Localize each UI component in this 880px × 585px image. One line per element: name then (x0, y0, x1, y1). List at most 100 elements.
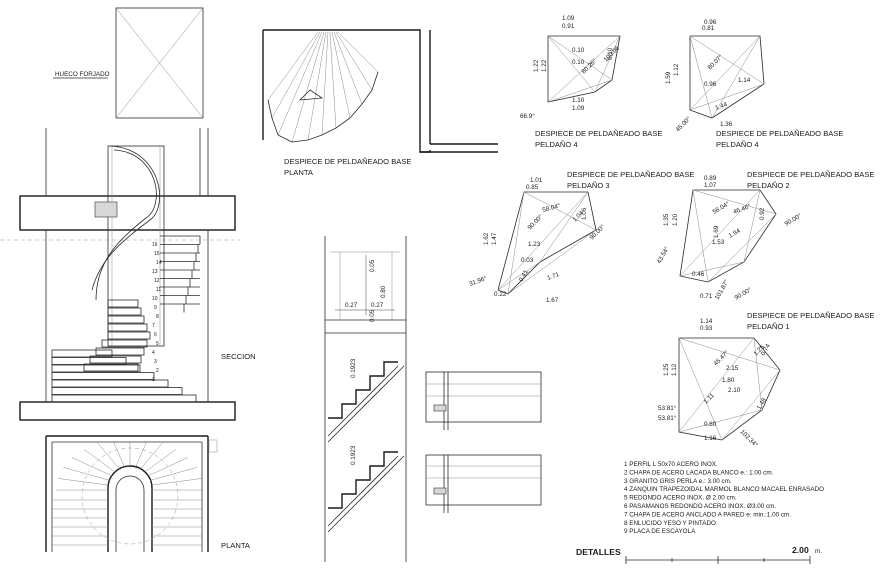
step-piece-dim: 0.93 (700, 325, 713, 332)
step-piece-dim: 43.54° (655, 245, 671, 265)
step-piece-dim: 1.47 (491, 232, 498, 245)
step-piece-dim: 1.36 (720, 121, 733, 128)
svg-text:15: 15 (154, 251, 160, 257)
detail-lower-stairs (327, 451, 405, 533)
step-piece-dim: 0.03 (521, 257, 534, 264)
step-piece-dim: 1.09 (572, 105, 585, 112)
detail-dim-7: 0.1923 (350, 445, 357, 465)
legend-item: 6 PASAMANOS REDONDO ACERO INOX. Ø3.00 cm… (624, 503, 776, 510)
step-piece-dim: 1.12 (673, 63, 680, 76)
legend-item: 2 CHAPA DE ACERO LACADA BLANCO e.: 1.00 … (624, 469, 774, 476)
step-piece-dim: 0.71 (700, 293, 713, 300)
step-piece-dim: 0.22 (494, 291, 507, 298)
step-piece-dim: 90.00° (588, 222, 607, 241)
step-piece-dim: 1.14 (700, 318, 713, 325)
step-piece-dim: 1.80 (722, 377, 735, 384)
step-piece-dim: 66.9° (520, 112, 535, 120)
step-piece-dim: 101.87° (713, 278, 731, 301)
step-piece-dim: 1.53 (712, 239, 725, 246)
step-piece-dim: 0.96 (704, 81, 717, 88)
detail-dim-1: 0.05 (369, 259, 376, 272)
legend-item: 4 ZANQUIN TRAPEZOIDAL MARMOL BLANCO MACA… (624, 486, 824, 493)
step-piece-dim: 0.85 (526, 184, 539, 191)
step-piece-dim: 0.80 (704, 421, 717, 428)
svg-text:16: 16 (152, 242, 158, 248)
step-piece-dim: 1.94 (728, 227, 743, 239)
detail-dim-5: 0.05 (369, 309, 376, 322)
svg-text:8: 8 (156, 314, 159, 320)
svg-text:9: 9 (154, 305, 157, 311)
step-piece-dim: 1.10 (572, 97, 585, 104)
detail-dim-3: 0.27 (345, 302, 358, 309)
scale-bar: DETALLES 2.00 m. (576, 545, 822, 564)
step-piece-title: DESPIECE DE PELDAÑEADO BASE (535, 129, 662, 138)
step-piece-dim: 1.14 (738, 77, 751, 84)
step-piece-dim: 1.44 (714, 101, 728, 112)
step-piece-dim: 1.62 (483, 232, 490, 245)
detail-dim-4: 0.27 (371, 302, 384, 309)
step-piece-subtitle: PELDAÑO 4 (716, 140, 759, 149)
step-piece-dim: 0.91 (562, 23, 575, 30)
step-piece-dim: 0.10 (572, 47, 585, 54)
step-piece-dim: 1.23 (528, 241, 541, 248)
detail-dim-6: 0.1923 (350, 358, 357, 378)
step-piece-dim: 2.10 (728, 387, 741, 394)
step-piece-subtitle: PELDAÑO 2 (747, 181, 790, 190)
step-piece-subtitle: PELDAÑO 3 (567, 181, 610, 190)
step-piece-dim: 2.15 (726, 365, 739, 372)
step-piece-title: DESPIECE DE PELDAÑEADO BASE (747, 170, 874, 179)
svg-text:3: 3 (154, 359, 157, 365)
step-piece-title: DESPIECE DE PELDAÑEADO BASE (747, 311, 874, 320)
step-piece-dim: 90.00° (526, 212, 545, 231)
step-piece-dim: 1.67 (546, 297, 559, 304)
step-piece-dim: 1.48 (756, 396, 768, 411)
step-piece-dim: 58.04° (541, 201, 561, 214)
step-piece-dim: 90.00° (733, 285, 753, 301)
step-piece-dim: 1.59 (665, 71, 672, 84)
step-piece-dim: 0.41 (518, 268, 530, 283)
svg-text:7: 7 (152, 323, 155, 329)
details-title: DETALLES (576, 547, 621, 557)
step-piece-dim: 90.00° (783, 211, 803, 227)
plan-treads (52, 441, 203, 546)
step-piece-dim: 1.01 (530, 177, 543, 184)
legend-item: 9 PLACA DE ESCAYOLA (624, 528, 696, 535)
step-piece-dim: 45.00° (674, 114, 693, 133)
step-piece-dim: 1.09 (562, 15, 575, 22)
detail-dim-2: 0.80 (380, 285, 387, 298)
svg-text:5: 5 (156, 341, 159, 347)
svg-text:2: 2 (156, 368, 159, 374)
step-piece-dim: 1.22 (541, 59, 548, 72)
step-piece-dim: 0.10 (607, 47, 614, 60)
legend-item: 3 GRANITO GRIS PERLA e.: 3.00 cm. (624, 478, 732, 485)
step-piece-title: DESPIECE DE PELDAÑEADO BASE (716, 129, 843, 138)
fan-treads (267, 31, 379, 143)
step-piece-dim: 1.69 (713, 225, 720, 238)
step-piece-dim: 1.06 (581, 207, 588, 220)
step-piece-dim: 1.11 (702, 392, 716, 406)
step-piece-dim: 1.16 (704, 435, 717, 442)
step-piece-dim: 0.46 (692, 271, 705, 278)
step-piece-dim: 53.81° (658, 414, 677, 422)
floor-opening-plan: HUECO FORJADO (53, 7, 204, 119)
step-piece-dim: 0.81 (702, 25, 715, 32)
svg-text:6: 6 (154, 332, 157, 338)
svg-text:1: 1 (152, 377, 155, 383)
svg-text:12: 12 (154, 278, 160, 284)
step-piece-dim: 80.07° (706, 52, 725, 71)
section-label: SECCION (221, 352, 256, 361)
step-piece-dim: 58.04° (711, 199, 731, 215)
plan-label: PLANTA (221, 541, 251, 550)
step-piece-subtitle: PELDAÑO 1 (747, 322, 790, 331)
fan-plan-subtitle: PLANTA (284, 168, 314, 177)
fan-plan-title: DESPIECE DE PELDAÑEADO BASE (284, 157, 411, 166)
legend-item: 1 PERFIL L 50x70 ACERO INOX. (624, 461, 718, 468)
